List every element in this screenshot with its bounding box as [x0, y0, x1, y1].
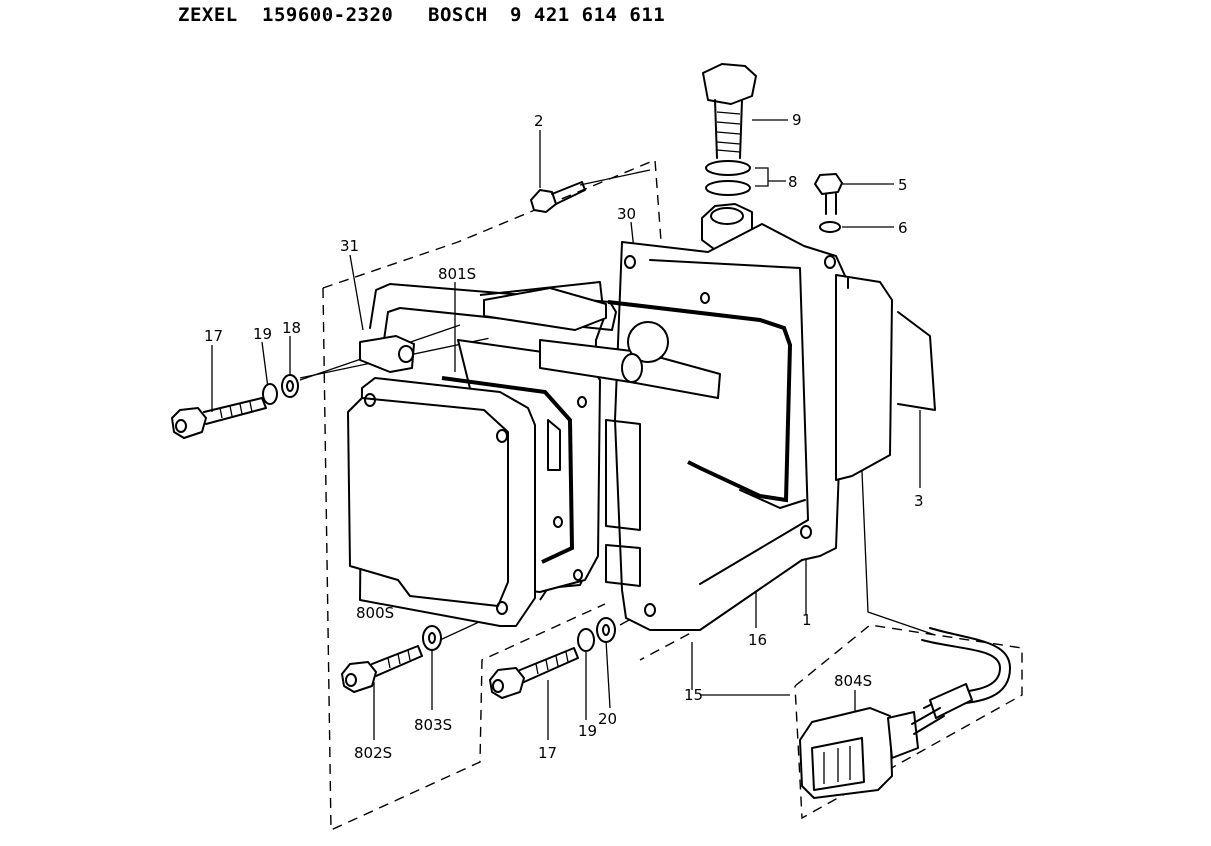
- callout-16: 16: [748, 631, 768, 649]
- callout-800s: 800S: [356, 604, 395, 622]
- bolt-802s: [341, 661, 377, 693]
- oem-name: BOSCH: [428, 4, 488, 26]
- callout-30: 30: [617, 205, 637, 223]
- group-boundary-harness: [794, 624, 1023, 820]
- callout-2: 2: [534, 112, 544, 130]
- maker-part-number: 159600-2320: [262, 4, 394, 26]
- callout-17-left: 17: [204, 327, 224, 345]
- callout-804s: 804S: [834, 672, 873, 690]
- callout-20: 20: [598, 710, 618, 728]
- callout-801s: 801S: [438, 265, 477, 283]
- callout-8: 8: [788, 173, 798, 191]
- group-boundary-lower: [322, 287, 606, 832]
- callout-9: 9: [792, 111, 802, 129]
- gasket-outer: [607, 300, 793, 503]
- banjo-bolt-head: [702, 63, 757, 105]
- callout-6: 6: [898, 219, 908, 237]
- callout-1: 1: [802, 611, 812, 629]
- callout-19-lower: 19: [578, 722, 598, 740]
- callout-5: 5: [898, 176, 908, 194]
- callout-18: 18: [282, 319, 302, 337]
- callout-19-left: 19: [253, 325, 273, 343]
- callout-17-lower: 17: [538, 744, 558, 762]
- callout-802s: 802S: [354, 744, 393, 762]
- group-boundary-main: [322, 158, 701, 661]
- oem-part-number: 9 421 614 611: [510, 4, 666, 26]
- callout-803s: 803S: [414, 716, 453, 734]
- harness-connector: [799, 707, 893, 799]
- bolt-17-lower: [489, 667, 525, 699]
- pump-housing: [614, 223, 847, 631]
- callout-3: 3: [914, 492, 924, 510]
- callout-31: 31: [340, 237, 360, 255]
- bolt-17-left: [171, 407, 207, 439]
- front-cover-plate: [347, 397, 509, 607]
- maker-name: ZEXEL: [178, 4, 238, 26]
- callout-15: 15: [684, 686, 704, 704]
